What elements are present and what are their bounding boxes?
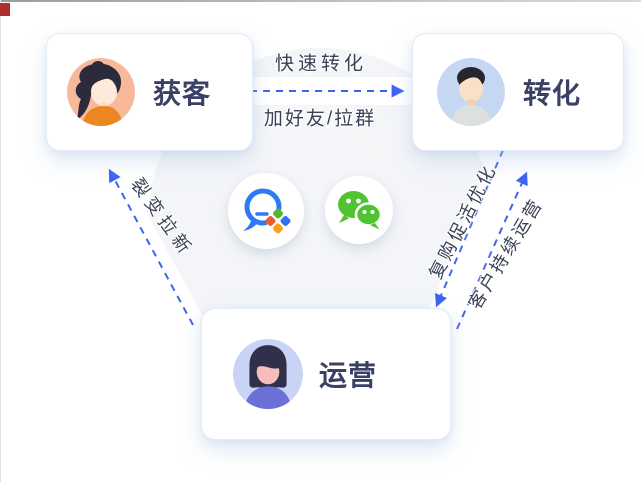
wecom-chip — [228, 173, 304, 249]
edge-label-quick-conversion: 快速转化 — [274, 53, 368, 75]
wechat-icon — [325, 176, 393, 244]
node-card-operation: 运营 — [201, 308, 451, 440]
node-title-conversion: 转化 — [523, 78, 582, 109]
node-title-acquisition: 获客 — [153, 78, 212, 109]
window-left-border — [0, 0, 1, 482]
conversion-avatar-icon — [437, 58, 505, 126]
acquisition-avatar-icon — [67, 58, 135, 126]
node-title-operation: 运营 — [319, 360, 378, 391]
arrow-operation-to-acquisition — [108, 168, 194, 326]
node-card-acquisition: 获客 — [46, 33, 253, 151]
window-top-border — [0, 0, 641, 2]
edge-label-add-friend-group: 加好友/拉群 — [263, 108, 377, 130]
arrow-conversion-to-operation — [435, 149, 504, 308]
arrow-operation-to-conversion — [456, 171, 528, 330]
node-card-conversion: 转化 — [412, 33, 624, 151]
wecom-icon — [228, 173, 304, 249]
wechat-chip — [325, 176, 393, 244]
corner-red-marker — [0, 3, 10, 16]
operation-avatar-icon — [233, 339, 303, 409]
